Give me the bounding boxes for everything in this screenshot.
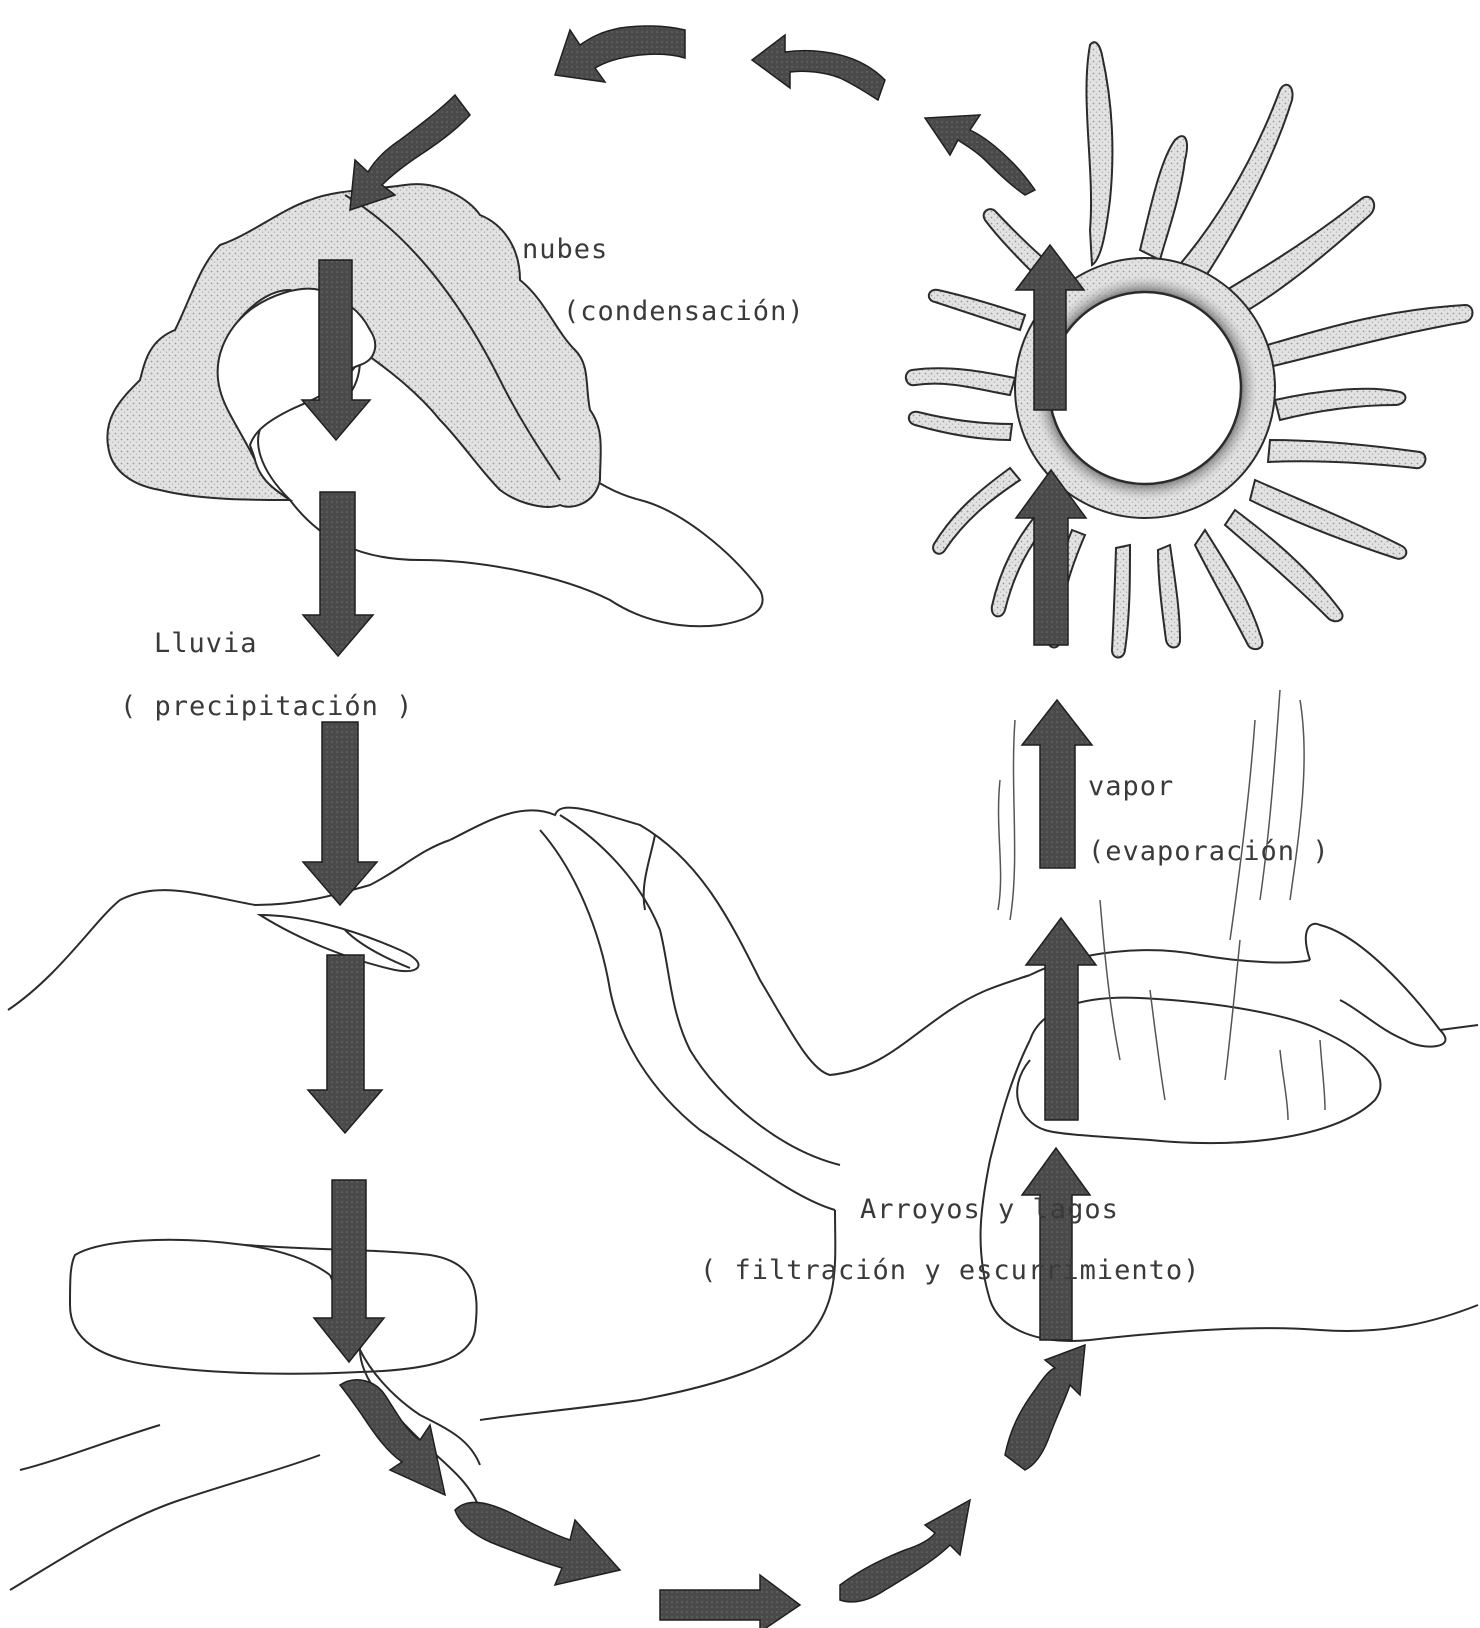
arrow-bottom-3 [660, 1575, 800, 1628]
river-channel [560, 815, 840, 1165]
label-evaporation: (evaporación ) [1088, 838, 1330, 865]
arrow-down-4 [308, 955, 382, 1133]
label-clouds: nubes [522, 236, 608, 263]
sun-disc [1049, 292, 1241, 484]
arrow-curve-top-3 [555, 26, 685, 82]
arrow-up-1 [1022, 1148, 1090, 1340]
arrow-curve-bottom-4 [840, 1500, 970, 1602]
arrow-curve-bottom-1 [340, 1380, 445, 1495]
arrow-curve-bottom-2 [455, 1502, 620, 1585]
arrow-up-3 [1022, 700, 1092, 868]
label-condensation: (condensación) [563, 298, 805, 325]
arrow-curve-top-2 [752, 35, 885, 100]
arrow-up-2 [1026, 918, 1096, 1120]
landscape [8, 808, 1478, 1590]
lower-pond [70, 1240, 477, 1374]
arrow-curve-top-1 [925, 115, 1035, 195]
central-mountain [450, 808, 1030, 1075]
label-rain: Lluvia [154, 630, 258, 657]
cloud-group [107, 184, 600, 507]
river-channel-inner [540, 830, 835, 1210]
arrow-down-2 [303, 492, 373, 656]
sun [906, 42, 1473, 657]
lower-ground-line [10, 1455, 320, 1590]
label-infiltration-runoff: ( filtración y escurrimiento) [700, 1257, 1200, 1284]
arrow-down-3 [303, 722, 377, 905]
label-streams-and-lakes: Arroyos y lagos [860, 1196, 1119, 1223]
label-vapor: vapor [1088, 773, 1174, 800]
hill-ridge-line [8, 840, 450, 1010]
arrow-curve-bottom-5 [1005, 1345, 1085, 1470]
label-precipitation: ( precipitación ) [120, 693, 413, 720]
valley-floor [480, 1210, 835, 1420]
right-boulder [1306, 924, 1446, 1047]
